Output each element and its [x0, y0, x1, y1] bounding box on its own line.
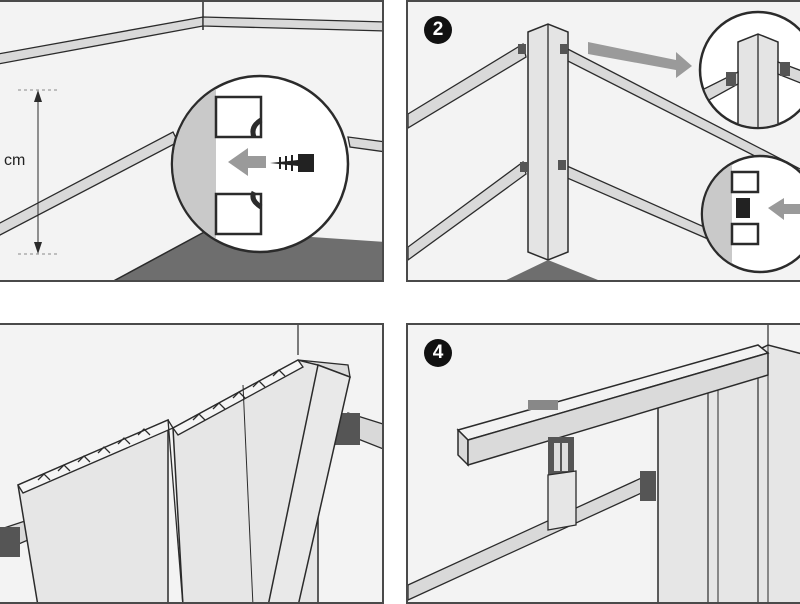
corner-post-illustration	[408, 10, 800, 280]
step-3-panel	[0, 323, 384, 604]
step-number-badge: 4	[424, 339, 452, 367]
measurement-label: cm	[4, 152, 26, 169]
step-number-badge: 2	[424, 16, 452, 44]
rail-mounting-illustration	[0, 2, 382, 280]
top-channel-illustration	[408, 325, 800, 602]
step-4-panel: 4	[406, 323, 800, 604]
panel-insertion-illustration	[0, 325, 382, 602]
step-1-panel: cm	[0, 0, 384, 282]
step-2-panel: 2	[406, 0, 800, 282]
screw-icon	[270, 154, 314, 172]
